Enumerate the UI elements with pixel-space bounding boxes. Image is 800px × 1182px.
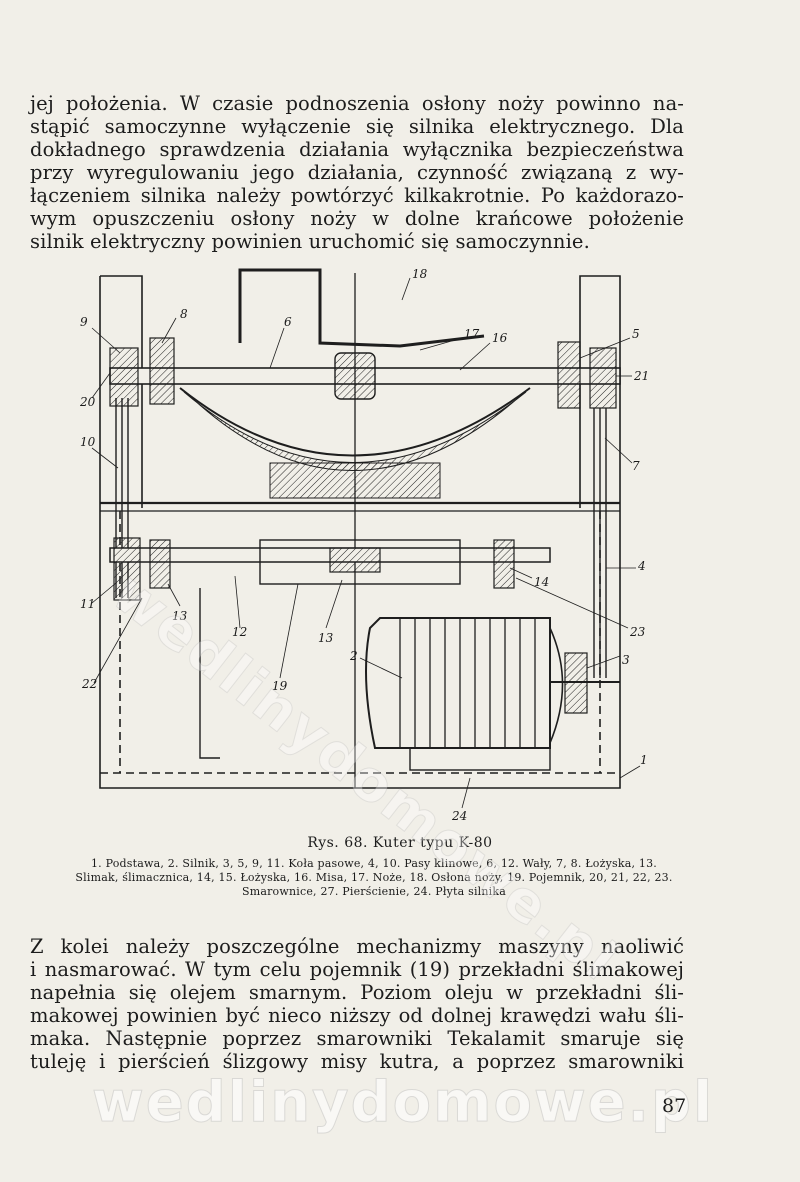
- part-label: 4: [637, 559, 646, 573]
- electric-motor: [365, 617, 620, 771]
- worm-housing: [259, 539, 461, 585]
- bearing-13: [149, 539, 171, 589]
- part-label: 23: [629, 625, 646, 639]
- bowl-hatch: [183, 391, 527, 471]
- text-line: makowej powinien być nieco niższy od dol…: [30, 1004, 684, 1027]
- pulley-11: [113, 537, 141, 601]
- part-label: 14: [534, 575, 549, 589]
- part-label: 1: [640, 753, 648, 767]
- bearing-8: [149, 337, 175, 405]
- part-label: 16: [492, 331, 508, 345]
- part-label: 20: [80, 395, 96, 409]
- part-label: 13: [172, 609, 188, 623]
- text-line: silnik elektryczny powinien uruchomić si…: [30, 230, 590, 253]
- worm-gear: [329, 547, 381, 573]
- text-line: napełnia się olejem smarnym. Poziom olej…: [30, 981, 684, 1004]
- text-line: łączeniem silnika należy powtórzyć kilka…: [30, 184, 684, 207]
- part-label: 22: [81, 677, 97, 691]
- bearing-5: [557, 341, 581, 409]
- knife-cover: [238, 268, 485, 348]
- part-labels: 9 8 6 18 17 16 5 21 20 10 7 4 14 23 11 1…: [80, 267, 649, 823]
- bowl: [179, 387, 531, 457]
- part-label: 5: [632, 327, 640, 341]
- text-line: dokładnego sprawdzenia działania wyłączn…: [30, 138, 684, 161]
- pulley-9: [109, 347, 139, 407]
- part-label: 18: [412, 267, 428, 281]
- page-number: 87: [662, 1095, 687, 1117]
- part-label: 11: [80, 597, 95, 611]
- text-line: maka. Następnie poprzez smarowniki Tekal…: [30, 1027, 684, 1050]
- oil-container: [199, 588, 220, 759]
- part-label: 2: [349, 649, 358, 663]
- part-label: 17: [464, 327, 480, 341]
- pulley-21: [589, 347, 617, 409]
- figure-caption-legend: 1. Podstawa, 2. Silnik, 3, 5, 9, 11. Koł…: [75, 857, 673, 898]
- watermark: wedlinydomowe.pl: [91, 1070, 715, 1136]
- text-line: jej położenia. W czasie podnoszenia osło…: [30, 92, 684, 115]
- paragraph-bottom: Z kolei należy poszczególne mechanizmy m…: [30, 935, 684, 1073]
- part-label: 10: [80, 435, 96, 449]
- text-line: Z kolei należy poszczególne mechanizmy m…: [30, 935, 684, 958]
- paragraph-top: jej położenia. W czasie podnoszenia osło…: [30, 92, 684, 253]
- text-line: stąpić samoczynne wyłączenie się silnika…: [30, 115, 684, 138]
- text-line: przy wyregulowaniu jego działania, czynn…: [30, 161, 684, 184]
- leader-lines: [91, 277, 641, 809]
- part-label: 3: [622, 653, 630, 667]
- text-line: i nasmarować. W tym celu pojemnik (19) p…: [30, 958, 684, 981]
- text-line: wym opuszczeniu osłony noży w dolne krań…: [30, 207, 684, 230]
- part-label: 24: [451, 809, 467, 823]
- text-line: tuleję i pierścień ślizgowy misy kutra, …: [30, 1050, 684, 1073]
- figure-caption-title: Rys. 68. Kuter typu K-80: [307, 835, 493, 851]
- part-label: 7: [632, 459, 640, 473]
- cutter-diagram: 9 8 6 18 17 16 5 21 20 10 7 4 14 23 11 1…: [80, 267, 649, 823]
- part-label: 9: [80, 315, 88, 329]
- part-label: 21: [633, 369, 649, 383]
- part-label: 6: [284, 315, 292, 329]
- part-label: 13: [318, 631, 334, 645]
- part-label: 12: [232, 625, 247, 639]
- part-label: 19: [272, 679, 288, 693]
- bearing-14: [493, 539, 515, 589]
- technical-drawing: 9 8 6 18 17 16 5 21 20 10 7 4 14 23 11 1…: [80, 258, 660, 828]
- part-label: 8: [180, 307, 188, 321]
